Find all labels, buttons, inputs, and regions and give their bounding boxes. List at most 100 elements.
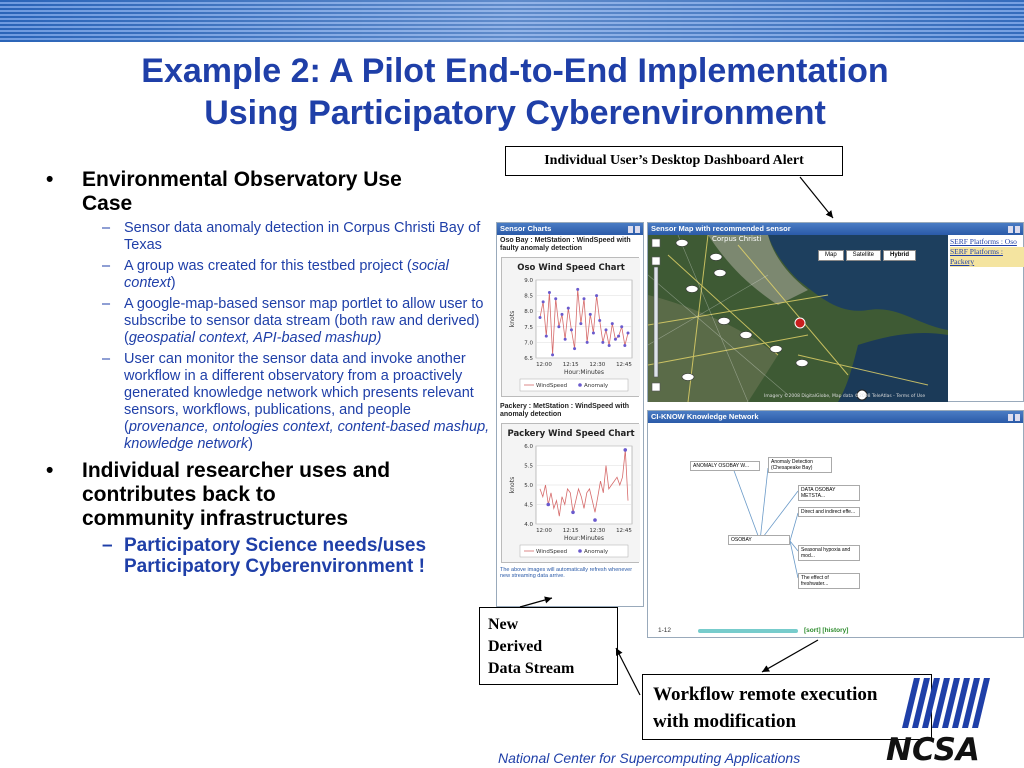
anomaly-point: [582, 297, 586, 301]
minimize-icon[interactable]: [628, 226, 633, 233]
anomaly-point: [604, 328, 608, 332]
legend-dot-swatch: [578, 549, 582, 553]
sub-bullet-italic: geospatial context, API-based mashup): [128, 330, 382, 346]
logo-text: NCSA: [886, 732, 980, 764]
y-axis-label: knots: [509, 311, 516, 327]
refresh-note: The above images will automatically refr…: [500, 567, 633, 579]
knowledge-graph[interactable]: ANOMALY OSOBAY W... Anomaly Detection (C…: [648, 423, 862, 626]
anomaly-point: [557, 325, 561, 329]
zoom-out-icon[interactable]: [651, 382, 661, 392]
x-tick-label: 12:30: [589, 528, 605, 534]
anomaly-point: [623, 344, 627, 348]
platform-link-packery[interactable]: SERF Platforms : Packery: [950, 247, 1024, 267]
anomaly-point: [610, 322, 614, 326]
window-controls[interactable]: [626, 225, 640, 233]
window-controls[interactable]: [1006, 225, 1020, 233]
anomaly-marker-icon[interactable]: [794, 317, 806, 329]
callout-text: Derived: [488, 638, 543, 655]
anomaly-point: [541, 300, 545, 304]
pager-slider[interactable]: [698, 629, 798, 633]
callout-dashboard-alert: Individual User’s Desktop Dashboard Aler…: [505, 146, 843, 176]
sub-bullet-group: – A group was created for this testbed p…: [40, 258, 495, 292]
bullet-text: contributes back to: [82, 483, 276, 506]
node-label: The effect of freshwater...: [801, 575, 829, 587]
window-controls[interactable]: [1006, 413, 1020, 421]
sensor-marker-icon[interactable]: [856, 389, 868, 401]
map-city-label: Corpus Christi: [712, 235, 761, 243]
y-tick-label: 5.5: [524, 464, 533, 470]
graph-node-data-osobay[interactable]: DATA OSOBAY METSTA...: [798, 485, 860, 501]
map-view-button[interactable]: Map: [818, 250, 844, 261]
y-tick-label: 4.5: [524, 503, 533, 509]
callout-derived-stream: New Derived Data Stream: [479, 607, 618, 685]
anomaly-point: [593, 518, 597, 522]
anomaly-point: [617, 334, 621, 338]
callout-text: with modification: [653, 711, 797, 732]
anomaly-point: [560, 312, 564, 316]
graph-node-freshwater[interactable]: The effect of freshwater...: [798, 573, 860, 589]
maximize-icon[interactable]: [1015, 414, 1020, 421]
y-tick-label: 8.5: [524, 294, 533, 300]
graph-node-anomaly-detection[interactable]: Anomaly Detection (Chesapeake Bay): [768, 457, 832, 473]
x-tick-label: 12:15: [563, 362, 579, 368]
minimize-icon[interactable]: [1008, 414, 1013, 421]
portlet-header: Sensor Map with recommended sensor: [648, 223, 1023, 235]
platform-link-oso[interactable]: SERF Platforms : Oso: [950, 237, 1017, 246]
anomaly-point: [576, 287, 580, 291]
arrow-to-stream: [615, 647, 641, 696]
legend-label: Anomaly: [584, 383, 609, 389]
x-axis-label: Hour:Minutes: [564, 369, 604, 376]
chart-caption-packery: Packery : MetStation : WindSpeed with an…: [500, 403, 630, 418]
y-axis-label: knots: [509, 477, 516, 493]
maximize-icon[interactable]: [1015, 226, 1020, 233]
sub-bullet-text: A google-map-based sensor map portlet to…: [124, 296, 484, 346]
satellite-view-button[interactable]: Satellite: [845, 250, 882, 261]
dash: –: [102, 258, 111, 274]
graph-node-osobay[interactable]: OSOBAY: [728, 535, 790, 545]
minimize-icon[interactable]: [1008, 226, 1013, 233]
portlet-title: Sensor Map with recommended sensor: [651, 224, 791, 233]
satellite-map[interactable]: Corpus Christi Imagery ©2008 DigitalGlob…: [648, 235, 948, 402]
anomaly-point: [585, 340, 589, 344]
anomaly-point: [588, 312, 592, 316]
graph-node-seasonal-hypoxia[interactable]: Seasonal hypoxia and mod...: [798, 545, 860, 561]
graph-node-anomaly-osobay[interactable]: ANOMALY OSOBAY W...: [690, 461, 760, 471]
packery-wind-chart: Packery Wind Speed Chart6.05.55.04.54.01…: [502, 424, 640, 562]
knowledge-network-portlet: CI-KNOW Knowledge Network ANOMALY OSOBAY…: [647, 410, 1024, 638]
graph-node-direct-indirect[interactable]: Direct and indirect effe...: [798, 507, 860, 517]
bullet-dot: •: [46, 459, 54, 482]
zoom-in-icon[interactable]: [651, 256, 661, 266]
legend-label: WindSpeed: [536, 549, 567, 555]
bullet-text: community infrastructures: [82, 507, 349, 530]
y-tick-label: 6.0: [524, 444, 533, 450]
sensor-charts-portlet: Sensor Charts Oso Bay : MetStation : Win…: [496, 222, 644, 607]
sort-history-links[interactable]: [sort] [history]: [804, 627, 849, 634]
map-imagery[interactable]: Corpus Christi Imagery ©2008 DigitalGlob…: [648, 235, 948, 402]
sub-bullet-text: A group was created for this testbed pro…: [124, 258, 412, 274]
hybrid-view-button[interactable]: Hybrid: [883, 250, 917, 261]
callout-workflow: Workflow remote execution with modificat…: [642, 674, 932, 740]
sub-bullet-text: User can monitor the sensor data and inv…: [124, 351, 474, 435]
anomaly-point: [620, 325, 624, 329]
x-tick-label: 12:45: [616, 528, 632, 534]
sub-bullet-participatory: – Participatory Science needs/uses Parti…: [40, 535, 495, 577]
anomaly-point: [547, 290, 551, 294]
dash: –: [102, 351, 111, 367]
y-tick-label: 6.5: [524, 356, 533, 362]
map-attribution: Imagery ©2008 DigitalGlobe, Map data ©20…: [764, 392, 925, 399]
x-tick-label: 12:00: [536, 528, 552, 534]
x-tick-label: 12:15: [563, 528, 579, 534]
y-tick-label: 5.0: [524, 483, 533, 489]
knowledge-pager: 1-12 [sort] [history]: [650, 625, 860, 637]
anomaly-point: [601, 340, 605, 344]
callout-text: Workflow remote execution: [653, 684, 878, 705]
node-label: Anomaly Detection (Chesapeake Bay): [771, 459, 813, 471]
maximize-icon[interactable]: [635, 226, 640, 233]
pan-up-icon[interactable]: [651, 238, 661, 248]
sensor-map-portlet: Sensor Map with recommended sensor: [647, 222, 1024, 402]
bullet-text: Individual researcher uses and: [82, 459, 391, 482]
x-tick-label: 12:30: [589, 362, 605, 368]
anomaly-point: [566, 306, 570, 310]
portlet-header: Sensor Charts: [497, 223, 643, 235]
anomaly-point: [598, 319, 602, 323]
